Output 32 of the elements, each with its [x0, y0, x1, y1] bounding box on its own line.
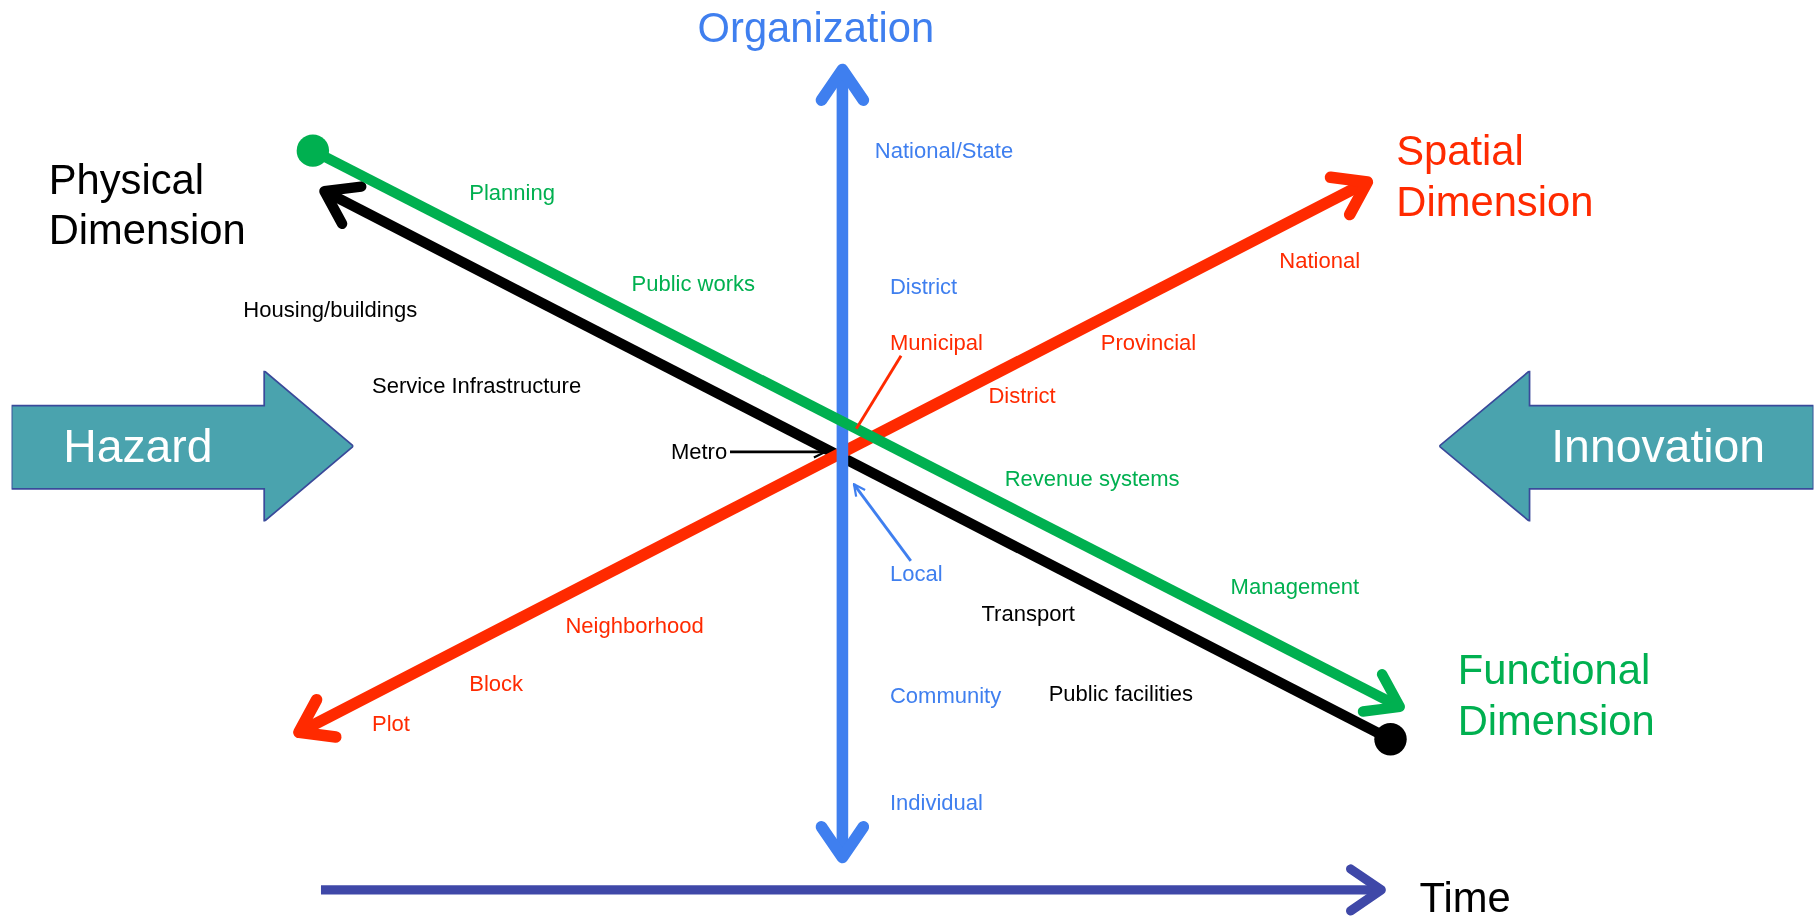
- axis-label: Public works: [631, 271, 756, 297]
- callout-label: Local: [889, 560, 943, 587]
- axis-label: Individual: [889, 790, 983, 816]
- axis-label: Planning: [469, 180, 555, 207]
- axis-label: Neighborhood: [565, 613, 704, 639]
- callout-label: Municipal: [889, 330, 983, 356]
- axis-label: National/State: [874, 137, 1014, 164]
- axis-title: Spatial Dimension: [1396, 125, 1595, 227]
- axis-label: District: [889, 274, 958, 301]
- axis-label: Public facilities: [1048, 681, 1194, 707]
- axis-label: Community: [889, 683, 1002, 710]
- leader-line: [852, 483, 912, 562]
- leader-line: [855, 355, 903, 430]
- axis-label: Housing/buildings: [243, 297, 418, 324]
- block-arrow: [11, 370, 354, 522]
- axis-title: Time: [1419, 872, 1511, 921]
- callout-label: Metro: [670, 439, 728, 465]
- axis-title: Physical Dimension: [48, 154, 247, 256]
- axis-label: District: [988, 383, 1056, 410]
- arrow-label: Hazard: [62, 419, 214, 473]
- block-arrow: [1439, 370, 1814, 522]
- axis-title: Functional Dimension: [1457, 644, 1656, 746]
- axis-label: Provincial: [1100, 330, 1197, 356]
- axis-label: Management: [1230, 574, 1360, 601]
- axis-label: Service Infrastructure: [371, 373, 582, 399]
- axis-label: Transport: [981, 601, 1075, 627]
- arrow-label: Innovation: [1550, 419, 1767, 473]
- axis-title: Organization: [697, 2, 935, 53]
- axis-label: Block: [469, 670, 524, 697]
- axis-label: Plot: [371, 711, 410, 737]
- axis-label: Revenue systems: [1004, 465, 1180, 492]
- axis-label: National: [1279, 247, 1361, 274]
